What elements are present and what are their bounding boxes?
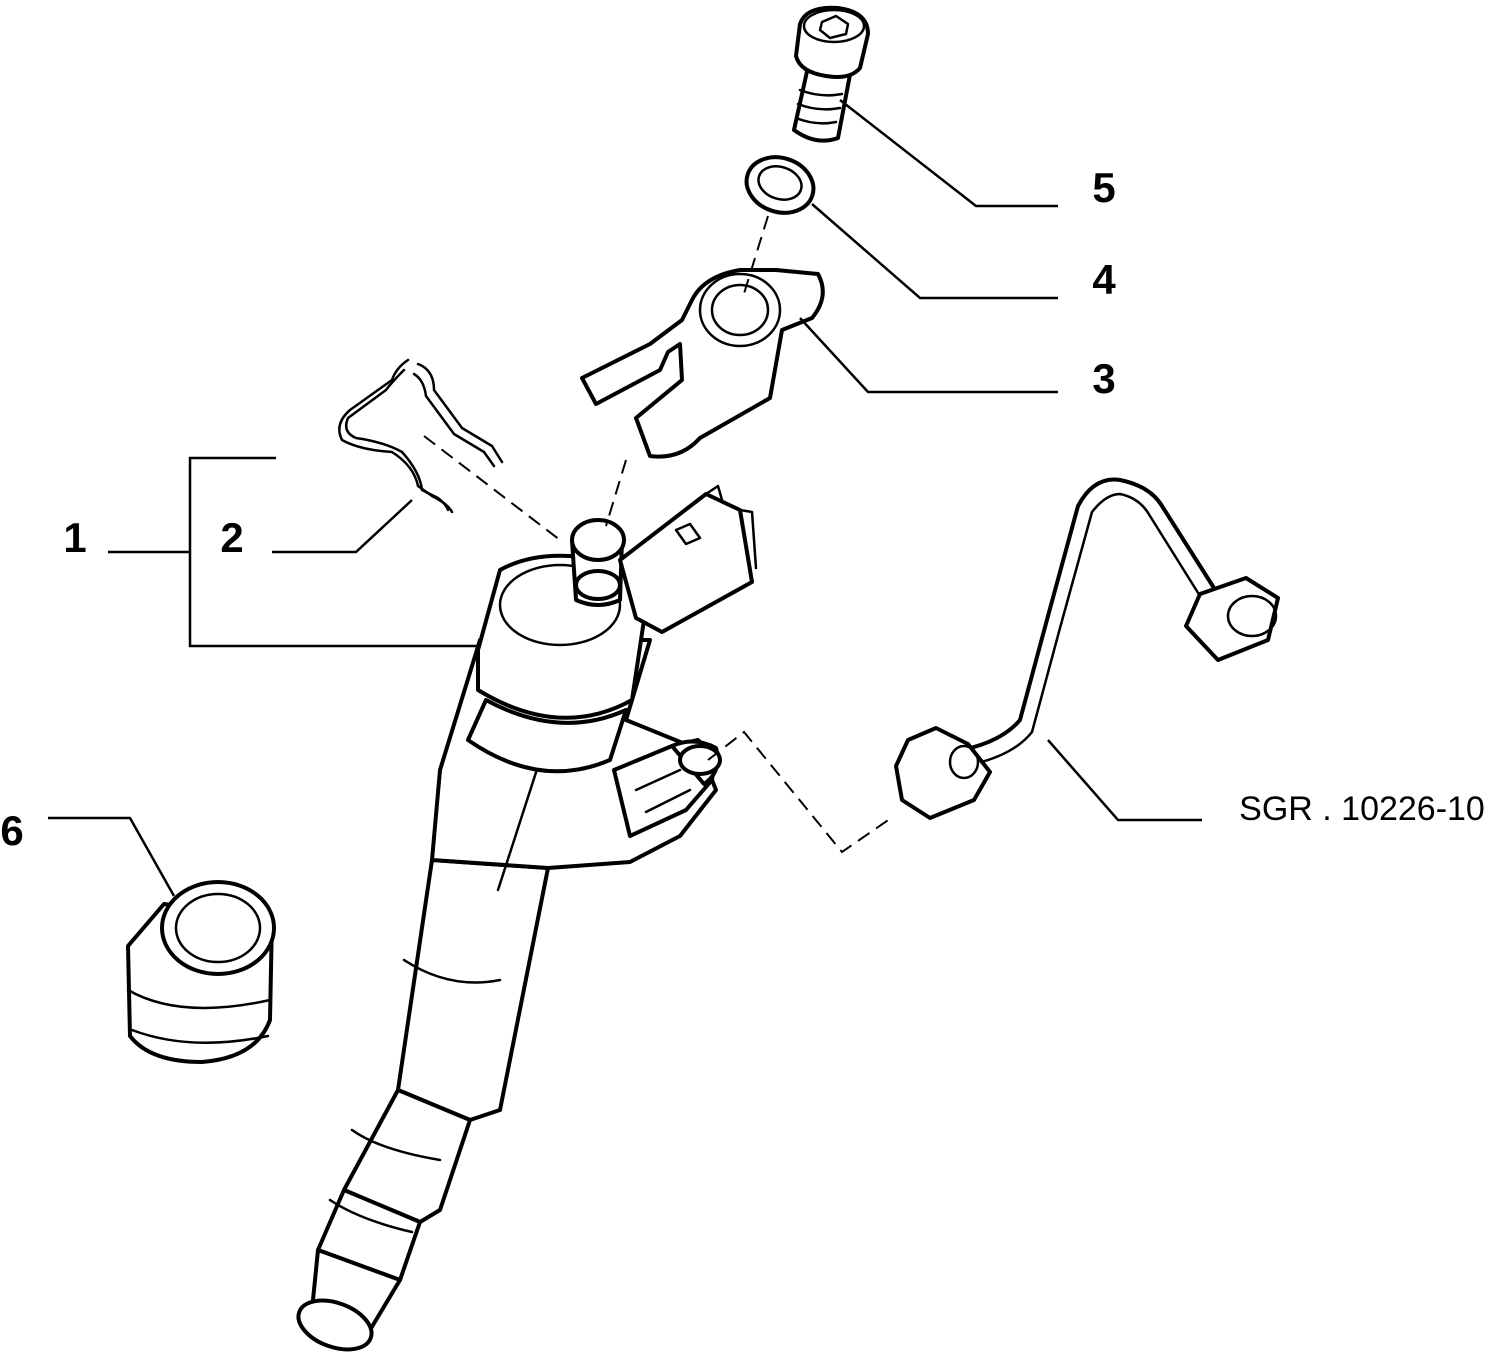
callout-4: 4	[1092, 256, 1116, 303]
clamp-bracket-part-3	[580, 268, 825, 459]
reference-code: SGR . 10226-10	[1239, 790, 1485, 828]
leader-line-2	[272, 499, 413, 554]
leader-line-5	[839, 99, 1058, 208]
callout-6: 6	[0, 807, 23, 854]
callout-5: 5	[1092, 164, 1115, 211]
callout-3: 3	[1092, 355, 1115, 402]
spring-clip-part-2	[338, 358, 504, 514]
assembly-line-washer	[741, 215, 769, 301]
leader-line-pipe	[1047, 739, 1202, 822]
sleeve-part-6	[126, 880, 276, 1064]
fuel-pipe	[894, 477, 1280, 820]
bolt-part-5	[792, 5, 870, 143]
assembly-line-pipe	[707, 730, 895, 854]
leader-line-6	[48, 816, 176, 897]
leader-line-3	[799, 317, 1058, 394]
injector-part-1	[296, 484, 758, 1352]
callout-2: 2	[220, 514, 243, 561]
callout-1: 1	[63, 514, 86, 561]
assembly-line-clip	[423, 435, 561, 541]
washer-part-4	[744, 155, 816, 215]
leader-bracket-1	[108, 456, 480, 648]
leader-line-4	[811, 203, 1058, 300]
assembly-line-bracket	[605, 459, 627, 527]
